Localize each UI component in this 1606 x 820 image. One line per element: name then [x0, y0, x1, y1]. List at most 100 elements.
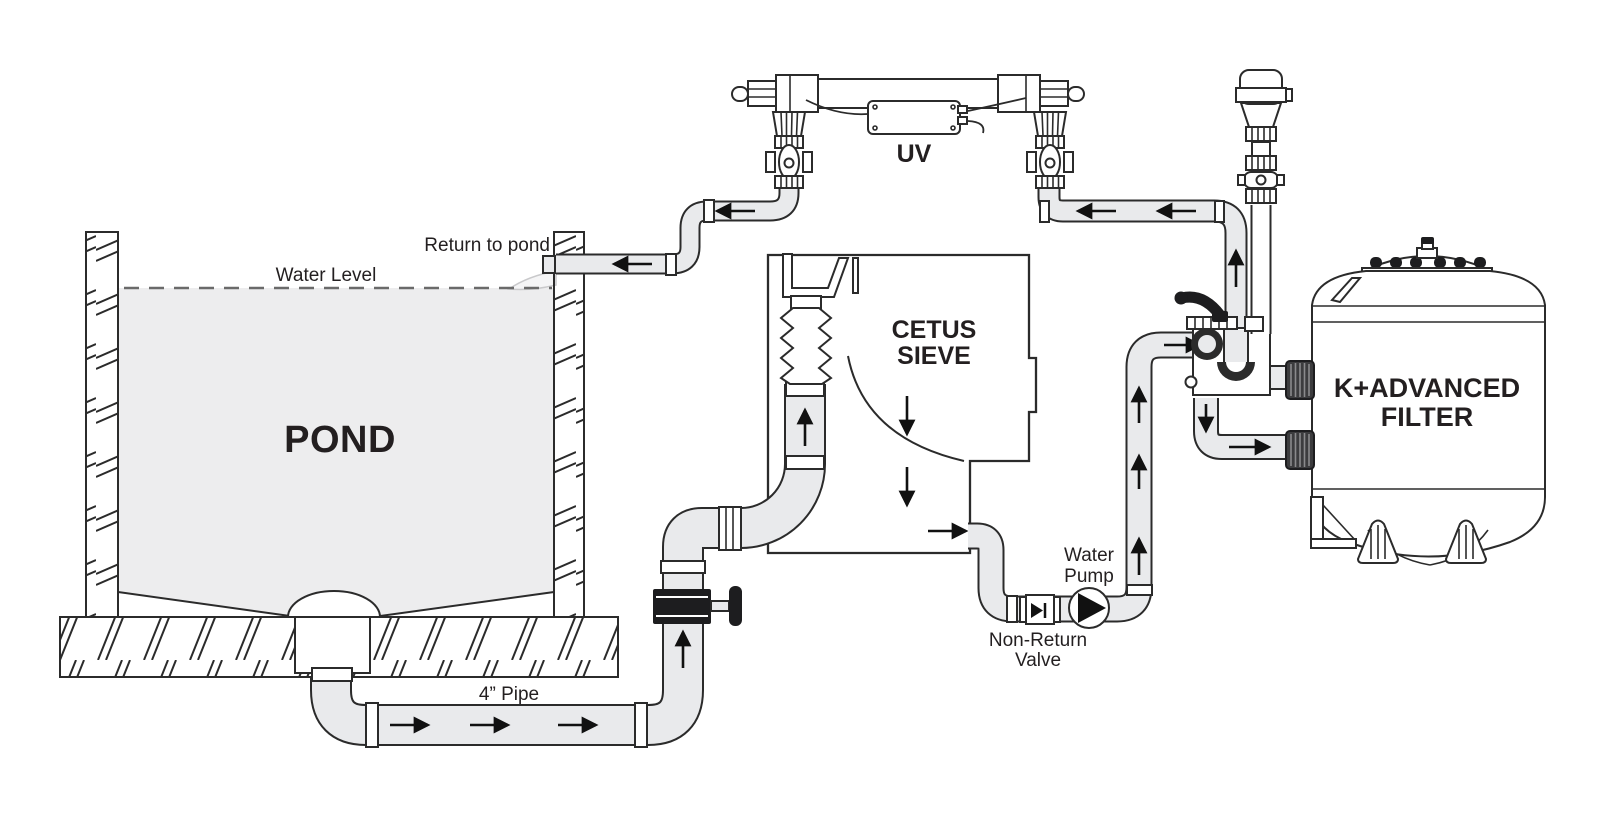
uv-return-piping: [542, 182, 1248, 334]
pond-floor-slope-left: [117, 591, 291, 617]
screw-icon: [872, 125, 878, 131]
uv-wire-pigtail: [967, 120, 985, 134]
uv-hex-nut-right: [1039, 80, 1069, 107]
pond-wall-left: [85, 231, 119, 618]
ballast-port: [957, 116, 968, 125]
pipe-coupling: [718, 506, 742, 551]
pump-line: Water Pump Non-Return Valve: [963, 331, 1203, 671]
water-pump-label-line1: Water: [1064, 545, 1115, 566]
filter-top-fitting: [1416, 237, 1438, 259]
uv-wire-left: [805, 99, 869, 116]
pipe-size-label: 4” Pipe: [479, 684, 539, 705]
bottom-drain-box: [294, 616, 371, 674]
pipe-outline: [556, 182, 800, 275]
standpipe-neck: [1251, 141, 1271, 157]
filter-lower-port: [1285, 430, 1315, 470]
uv-capsule-tip-left: [731, 86, 749, 102]
pipe-coupling: [634, 702, 648, 748]
non-return-valve-label-line2: Valve: [1015, 650, 1061, 671]
uv-end-cap-left: [775, 74, 819, 113]
uv-right-collar: [1033, 111, 1067, 137]
nrv-flap-icon: [1031, 603, 1043, 618]
pond-water: [118, 288, 554, 616]
lid-bolt-icon: [1370, 257, 1382, 268]
sieve-screen: [847, 355, 965, 462]
gate-valve: [653, 586, 742, 626]
pond: Water Level Return to pond POND: [59, 231, 619, 678]
non-return-valve: [1019, 594, 1061, 625]
screw-icon: [950, 104, 956, 110]
gate-valve-body: [653, 589, 711, 624]
valve-handle: [1174, 291, 1228, 322]
uv-end-cap-right: [997, 74, 1041, 113]
sieve-body: [766, 253, 1038, 555]
filter-foot: [1356, 519, 1400, 564]
pond-label: POND: [284, 419, 396, 461]
gate-valve-handle: [729, 586, 742, 626]
uv-left-collar: [772, 111, 806, 137]
water-pump: [1068, 587, 1110, 629]
pipe-fill: [312, 384, 824, 744]
filter-label-line1: K+ADVANCED: [1334, 373, 1520, 403]
cetus-sieve-label-line1: CETUS: [892, 316, 977, 344]
standpipe-union: [1245, 126, 1277, 142]
uv-wire-right: [967, 97, 1027, 112]
k-advanced-filter: K+ADVANCED FILTER: [1197, 237, 1546, 566]
screw-icon: [950, 125, 956, 131]
filter-upper-port: [1285, 360, 1315, 400]
uv-capsule-tip-right: [1067, 86, 1085, 102]
uv-unit: UV: [731, 74, 1085, 189]
uv-right-union: [1035, 175, 1065, 189]
uv-hex-nut-left: [747, 80, 777, 107]
lid-bolt-icon: [1390, 257, 1402, 268]
uv-left-valve: [765, 144, 813, 180]
standpipe-union: [1245, 188, 1277, 204]
uv-ballast-box: [867, 100, 968, 135]
filter-foot: [1444, 519, 1488, 564]
pipe-coupling: [1006, 595, 1018, 623]
lid-bolt-icon: [1474, 257, 1486, 268]
pipe-coupling: [1214, 200, 1225, 223]
pipe-coupling: [785, 455, 825, 470]
pond-wall-right: [553, 231, 585, 618]
pipe-coupling: [703, 199, 715, 223]
standpipe-ball-valve: [1237, 171, 1285, 189]
air-bleed-valve: [1235, 69, 1293, 105]
air-release-standpipe: [1235, 69, 1293, 334]
gate-valve-stem: [710, 600, 730, 612]
cetus-sieve: [766, 253, 1038, 555]
pond-floor-slope-right: [379, 591, 555, 617]
uv-left-union: [774, 175, 804, 189]
pipe-fill: [1039, 186, 1246, 334]
drain-stub: [311, 667, 353, 682]
sieve-slot: [852, 257, 859, 294]
sieve-internals: CETUS SIEVE: [779, 253, 977, 540]
lid-bolt-icon: [1454, 257, 1466, 268]
filter-label-line2: FILTER: [1381, 402, 1473, 432]
cetus-sieve-label-line2: SIEVE: [897, 342, 971, 370]
standpipe-clamp: [1244, 316, 1264, 332]
pipe-coupling: [365, 702, 379, 748]
non-return-valve-label-line1: Non-Return: [989, 630, 1087, 651]
standpipe-union: [1245, 155, 1277, 171]
filter-shoulder-highlight: [1330, 277, 1363, 304]
screw-icon: [872, 104, 878, 110]
pipe-fill: [556, 184, 798, 273]
bellows: [779, 307, 833, 385]
pipe-coupling: [660, 560, 706, 574]
pump-impeller-icon: [1078, 593, 1106, 623]
uv-right-valve: [1026, 144, 1074, 180]
water-level-label: Water Level: [276, 265, 377, 286]
water-pump-label-line2: Pump: [1064, 566, 1114, 587]
air-valve-taper: [1239, 102, 1283, 128]
pipe-coupling: [1039, 200, 1050, 223]
ballast-port: [957, 105, 968, 114]
pipe-fill: [965, 333, 1197, 621]
valve-u-bend: [1217, 362, 1255, 381]
return-wall-stub: [542, 255, 556, 274]
filter-left-bracket: [1310, 496, 1357, 549]
valve-drain-plug: [1184, 375, 1198, 389]
bottom-drain-dome: [286, 590, 382, 618]
pipe-coupling: [665, 253, 677, 276]
